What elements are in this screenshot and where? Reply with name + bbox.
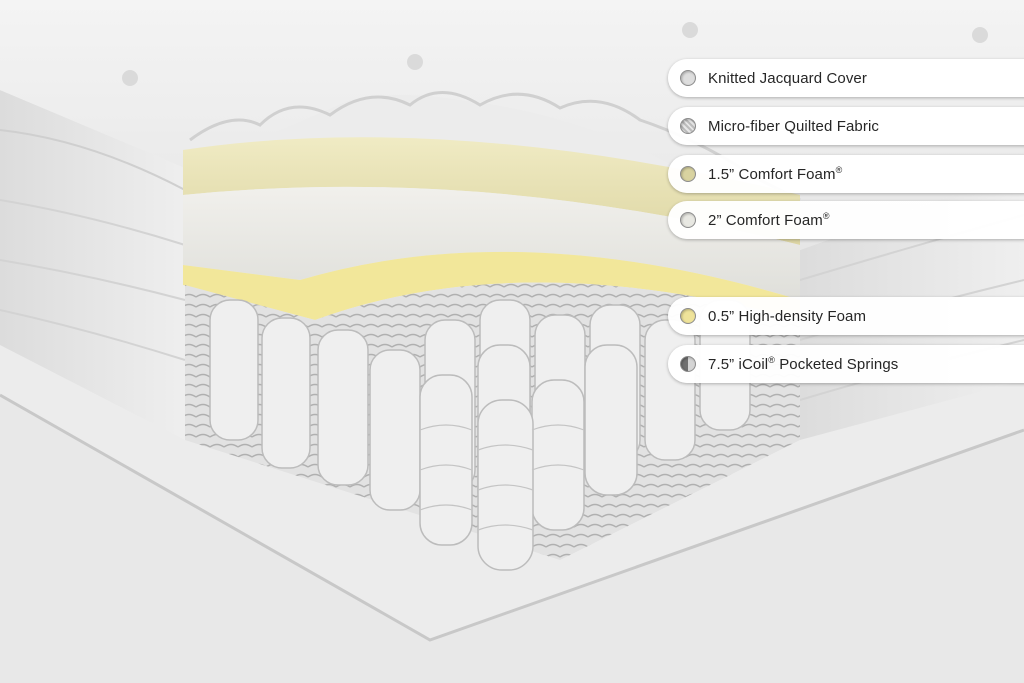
foam-layer-comfort-2 bbox=[183, 186, 800, 300]
mattress-left-side bbox=[0, 90, 190, 440]
layer-label-high-density-foam: 0.5” High-density Foam bbox=[668, 297, 1024, 335]
layer-label-comfort-foam-2: 2” Comfort Foam® bbox=[668, 201, 1024, 239]
foam-layer-comfort-1-5 bbox=[183, 137, 800, 245]
layer-swatch-icon bbox=[680, 212, 696, 228]
layer-label-text: Knitted Jacquard Cover bbox=[708, 70, 867, 87]
layer-swatch-icon bbox=[680, 308, 696, 324]
layer-label-text: 0.5” High-density Foam bbox=[708, 308, 867, 325]
foam-layer-high-density bbox=[183, 251, 800, 320]
layer-label-text: 2” Comfort Foam® bbox=[708, 211, 830, 229]
layer-label-icoil-pocketed-springs: 7.5” iCoil® Pocketed Springs bbox=[668, 345, 1024, 383]
layer-label-text: Micro-fiber Quilted Fabric bbox=[708, 118, 879, 135]
layer-label-text: 7.5” iCoil® Pocketed Springs bbox=[708, 355, 899, 373]
layer-swatch-icon bbox=[680, 166, 696, 182]
pocketed-springs bbox=[185, 282, 800, 571]
layer-label-comfort-foam-1-5: 1.5” Comfort Foam® bbox=[668, 155, 1024, 193]
layer-swatch-icon bbox=[680, 70, 696, 86]
layer-swatch-icon bbox=[680, 356, 696, 372]
layer-label-knitted-jacquard-cover: Knitted Jacquard Cover bbox=[668, 59, 1024, 97]
layer-label-micro-fiber-quilted-fabric: Micro-fiber Quilted Fabric bbox=[668, 107, 1024, 145]
layer-label-text: 1.5” Comfort Foam® bbox=[708, 165, 843, 183]
layer-swatch-icon bbox=[680, 118, 696, 134]
mattress-base bbox=[0, 393, 1024, 683]
